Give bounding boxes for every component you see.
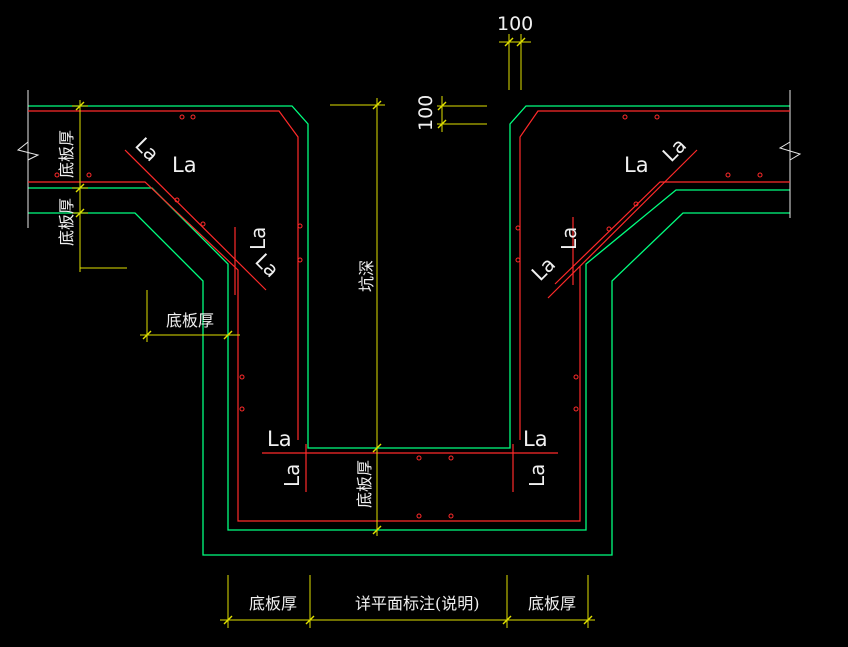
la-label-bottom-right: La bbox=[523, 427, 548, 451]
drawing-labels: 100 100 La La La La La La La La La La La… bbox=[57, 13, 691, 613]
la-label-wall-right: La bbox=[557, 227, 581, 250]
slab-thickness-label-pit: 底板厚 bbox=[355, 460, 374, 508]
slab-thickness-label-horizontal: 底板厚 bbox=[166, 311, 214, 330]
rebar-dots bbox=[54, 114, 763, 519]
slab-thickness-label-bottom-left: 底板厚 bbox=[249, 594, 297, 613]
la-label-bottom-right-vert: La bbox=[525, 464, 549, 487]
la-label-diag-right: La bbox=[527, 252, 561, 286]
rebar-lines bbox=[28, 110, 790, 522]
la-label-diag-left: La bbox=[250, 249, 284, 283]
la-label-bottom-left-vert: La bbox=[280, 464, 304, 487]
pit-depth-label: 坑深 bbox=[357, 260, 376, 292]
la-label-top-right: La bbox=[624, 153, 649, 177]
slab-thickness-label-bottom-right: 底板厚 bbox=[528, 594, 576, 613]
la-label-bottom-left: La bbox=[267, 427, 292, 451]
slab-thickness-label-left-1: 底板厚 bbox=[57, 130, 76, 178]
slab-thickness-label-left-2: 底板厚 bbox=[57, 198, 76, 246]
la-label-wall-left: La bbox=[246, 227, 270, 250]
dimension-lines bbox=[72, 34, 595, 628]
plan-note-label: 详平面标注(说明) bbox=[355, 594, 480, 613]
dim-100-top: 100 bbox=[497, 13, 533, 35]
la-label-top-left: La bbox=[172, 153, 197, 177]
dim-100-side: 100 bbox=[415, 95, 437, 131]
